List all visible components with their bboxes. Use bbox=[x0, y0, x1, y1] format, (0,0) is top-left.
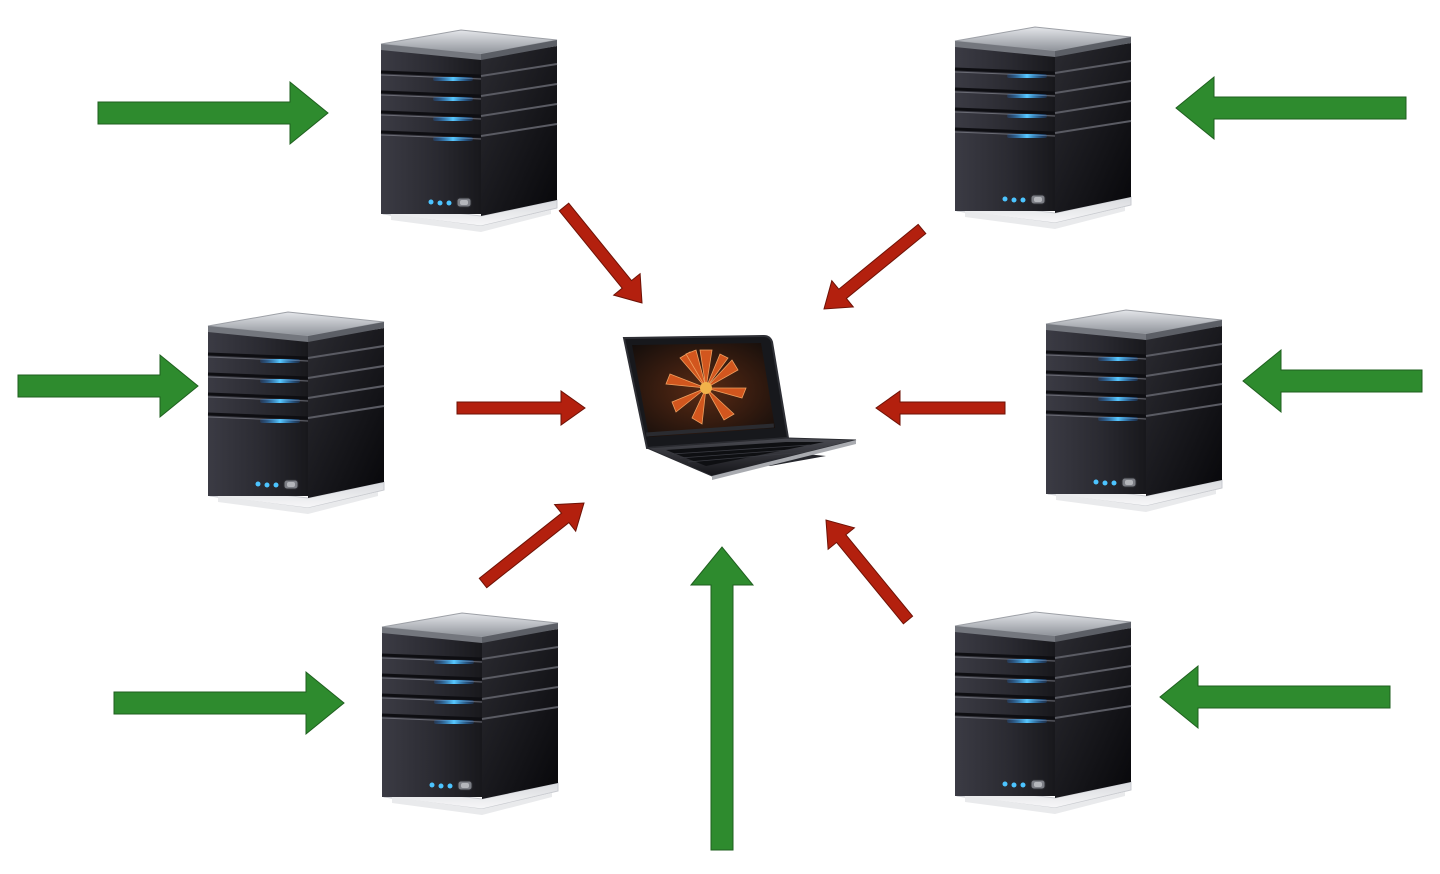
incoming-arrow-server-middle-right bbox=[1242, 348, 1423, 414]
server-bottom-left-icon bbox=[380, 611, 560, 817]
incoming-arrow-server-middle-left bbox=[17, 353, 199, 419]
incoming-arrow-laptop-center bbox=[689, 546, 755, 851]
outgoing-arrow-server-middle-left bbox=[456, 390, 586, 426]
server-bottom-right-icon bbox=[953, 610, 1133, 816]
laptop-icon bbox=[622, 334, 857, 480]
incoming-arrow-server-top-right bbox=[1175, 75, 1407, 141]
incoming-arrow-server-bottom-right bbox=[1159, 664, 1391, 730]
incoming-arrows bbox=[17, 75, 1423, 851]
outgoing-arrow-server-top-right bbox=[823, 223, 927, 310]
server-middle-left-icon bbox=[206, 310, 386, 516]
server-top-right-icon bbox=[953, 25, 1133, 231]
outgoing-arrow-server-bottom-right bbox=[825, 519, 914, 625]
outgoing-arrows bbox=[456, 202, 1006, 625]
server-top-left-icon bbox=[379, 28, 559, 234]
incoming-arrow-server-bottom-left bbox=[113, 670, 345, 736]
outgoing-arrow-server-bottom-left bbox=[478, 502, 585, 589]
server-middle-right-icon bbox=[1044, 308, 1224, 514]
incoming-arrow-server-top-left bbox=[97, 80, 329, 146]
outgoing-arrow-server-middle-right bbox=[875, 390, 1006, 426]
flower-wallpaper-icon bbox=[665, 349, 747, 425]
outgoing-arrow-server-top-left bbox=[558, 202, 643, 304]
